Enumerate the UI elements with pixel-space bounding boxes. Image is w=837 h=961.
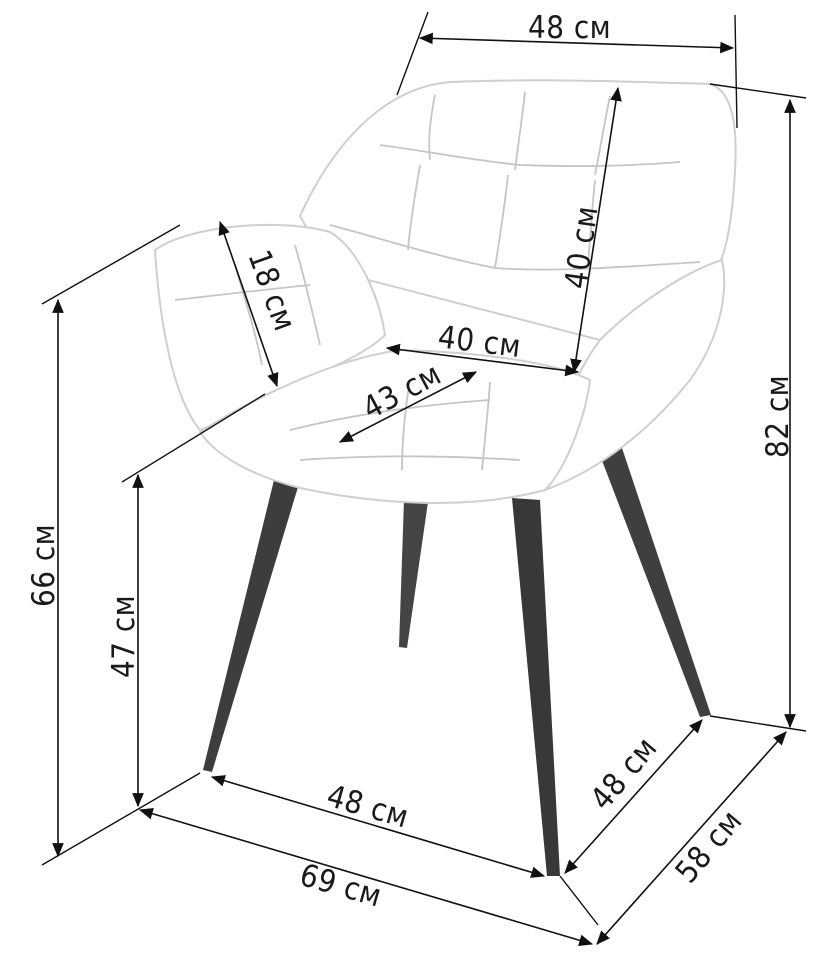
leg-back-right: [598, 448, 711, 717]
label-leg-side-span: 48 см: [584, 730, 665, 817]
leg-back-left: [399, 500, 428, 648]
label-seat-height: 47 см: [106, 595, 142, 678]
leg-front-right: [512, 498, 560, 876]
dim-line-arm-depth: [218, 220, 279, 388]
label-top-width: 48 см: [528, 10, 611, 46]
chair-body: [153, 79, 737, 504]
chair-back: [298, 79, 737, 342]
dim-line-seat-width: [385, 343, 580, 377]
dimension-lines: [52, 32, 796, 946]
dim-line-back-height: [570, 86, 622, 374]
label-overall-depth: 58 см: [669, 803, 750, 890]
dim-line-overall-width: [138, 808, 594, 946]
label-total-height: 82 см: [760, 375, 796, 458]
dim-line-overall-depth: [596, 731, 787, 945]
label-arm-height: 66 см: [26, 524, 62, 607]
dim-line-top-width: [418, 32, 735, 54]
label-leg-front-span: 48 см: [323, 778, 413, 836]
dim-line-seat-depth: [338, 371, 478, 443]
leg-front-left: [203, 480, 298, 772]
chair-legs: [203, 448, 711, 876]
label-overall-width: 69 см: [296, 857, 386, 915]
